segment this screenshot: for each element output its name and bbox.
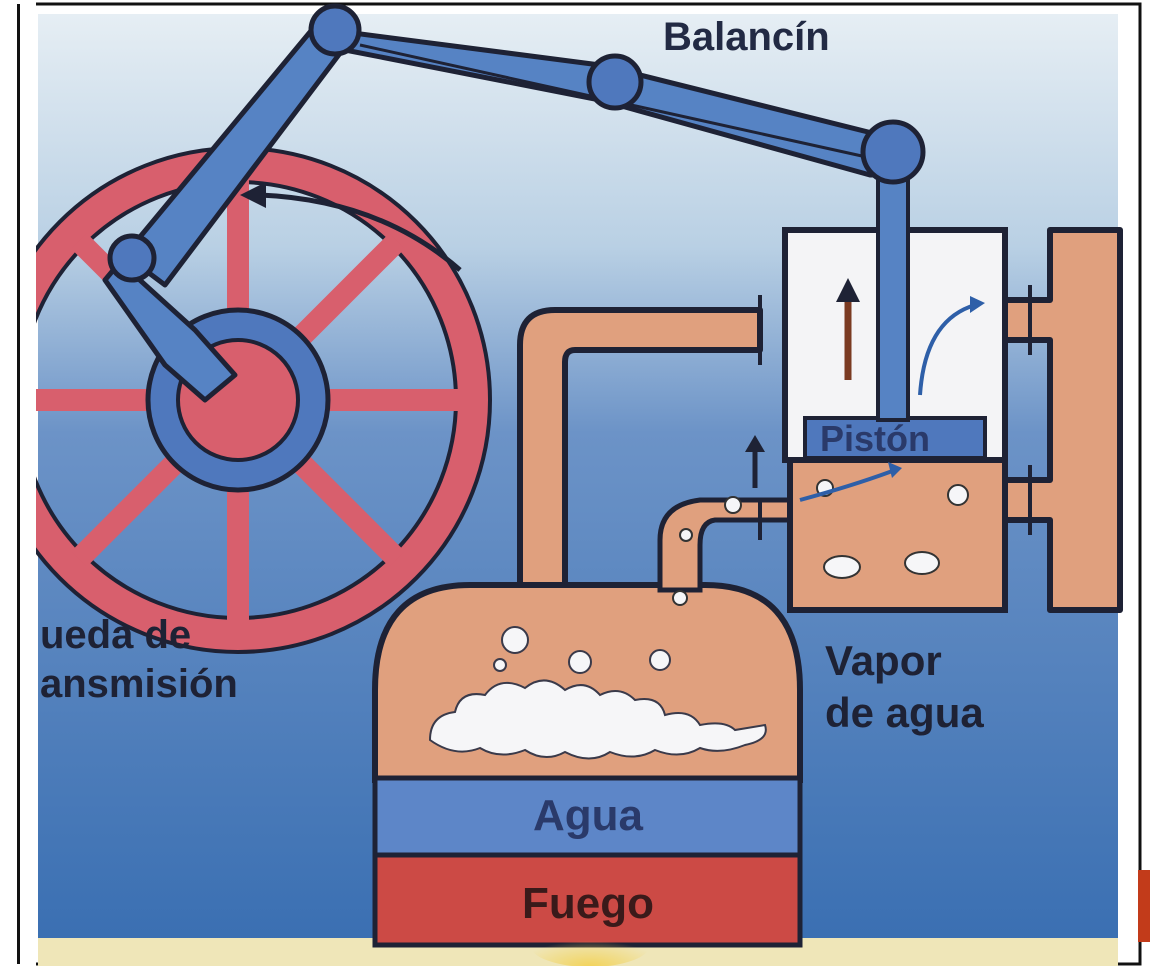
label-vapor-line2: de agua: [825, 689, 984, 736]
exhaust-pipe: [1002, 227, 1123, 613]
valve-chest: [657, 452, 1008, 613]
label-balancin: Balancín: [663, 15, 830, 59]
chest-curved-arrow-icon: [799, 462, 902, 502]
water-layer: [372, 775, 803, 859]
label-piston: Pistón: [820, 418, 930, 459]
piston-rod: [876, 148, 910, 422]
side-tab: [1138, 870, 1150, 942]
rotation-arrow-icon: [240, 182, 462, 272]
steam-cloud: [428, 626, 767, 760]
label-rueda-line2: ansmisión: [40, 662, 238, 706]
balancin-beam: [308, 3, 926, 185]
label-agua: Agua: [533, 791, 644, 840]
steam-inlet-arrow-icon: [745, 435, 765, 488]
flywheel: [0, 146, 492, 654]
up-arrow-icon: [836, 278, 860, 380]
connecting-rod: [102, 17, 353, 403]
label-rueda-line1: ueda de: [40, 613, 191, 657]
curved-arrow-icon: [918, 296, 985, 396]
label-fuego: Fuego: [522, 879, 654, 928]
piston: [803, 148, 987, 460]
label-vapor-line1: Vapor: [825, 637, 942, 684]
